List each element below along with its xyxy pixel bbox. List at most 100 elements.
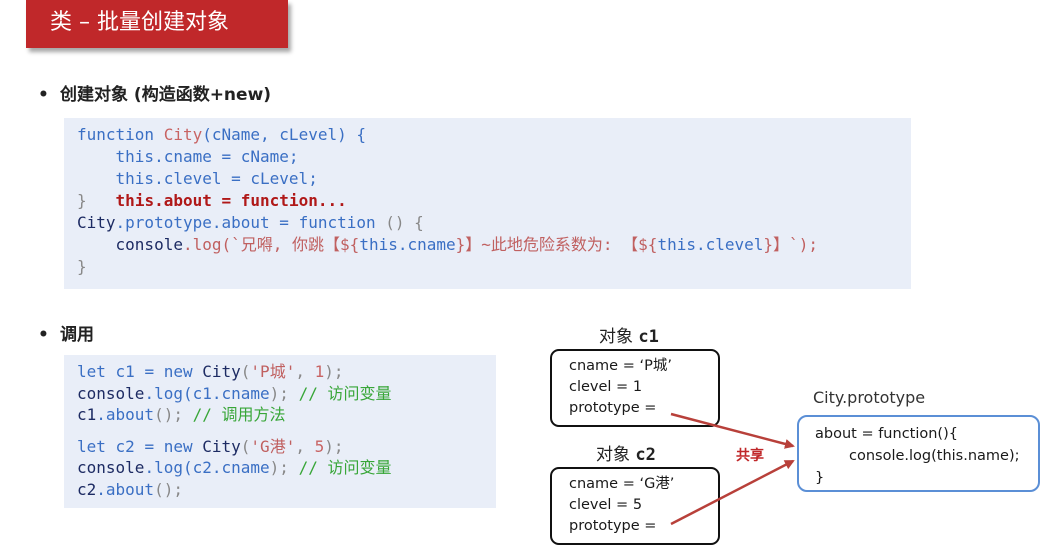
code-token: .clevel = cLevel; [154, 169, 318, 188]
code-comment: // 调用方法 [192, 405, 286, 424]
code-token: this [115, 147, 155, 166]
code-token: function [77, 125, 155, 144]
bullet-dot: • [38, 85, 49, 105]
code-token: c2 = [105, 436, 164, 456]
code-token: ( [240, 436, 251, 456]
code-line: console.log(c1.cname); // 访问变量 [77, 383, 496, 405]
code-token: c1 [77, 405, 97, 424]
code-token: new [163, 362, 193, 381]
code-token: ); [269, 383, 299, 403]
code-token: .log(c1. [144, 383, 222, 403]
section-create-title: 创建对象 (构造函数+new) [60, 85, 272, 105]
code-token: .log(c2. [144, 458, 222, 477]
object-c2-box: cname = ‘G港’ clevel = 5 prototype = [550, 467, 720, 545]
code-line: c2.about(); [77, 479, 496, 501]
prototype-box: about = function(){ console.log(this.nam… [797, 415, 1040, 492]
shared-label: 共享 [736, 448, 764, 464]
code-line: this.clevel = cLevel; [77, 168, 911, 190]
usage-code-block: let c1 = new City('P城', 1);console.log(c… [64, 355, 496, 508]
code-token: , [295, 362, 315, 381]
object-label-id: c2 [635, 445, 656, 465]
bullet-dot: • [38, 325, 49, 345]
object-label-id: c1 [638, 327, 659, 347]
c2-prototype-arrow [670, 459, 795, 526]
code-token: .about [96, 479, 155, 499]
code-token: 'G港' [250, 436, 296, 456]
code-line: c1.about(); // 调用方法 [77, 404, 496, 426]
code-line: } this.about = function... [77, 190, 911, 212]
section-call-heading: • 调用 [38, 320, 94, 345]
code-token: cname [221, 383, 270, 403]
code-token: City [77, 213, 116, 232]
object-field: clevel = 5 [569, 497, 643, 513]
code-token: ); [324, 362, 344, 381]
code-token: 'P城' [250, 362, 296, 381]
object-field: prototype = [569, 518, 657, 534]
code-token: this [115, 169, 155, 188]
slide-title: 类 – 批量创建对象 [26, 0, 288, 48]
object-field: cname = ‘G港’ [569, 476, 675, 492]
code-token: .cname = cName; [154, 147, 299, 166]
object-field: clevel = 1 [569, 379, 643, 395]
code-token: .about [96, 405, 155, 424]
object-field: cname = ‘P城’ [569, 358, 672, 374]
object-c2-label: 对象 c2 [596, 440, 656, 465]
code-token: (cName, cLevel) { [202, 125, 366, 144]
code-token: let [77, 436, 106, 456]
object-c1-box: cname = ‘P城’ clevel = 1 prototype = [550, 349, 720, 427]
code-token: (); [154, 405, 193, 424]
code-token: City [163, 125, 203, 144]
code-line: let c2 = new City('G港', 5); [77, 436, 496, 458]
code-token: ); [269, 458, 299, 477]
code-line: console.log(`兄嘚, 你跳【${this.cname}】~此地危险系… [77, 234, 911, 256]
code-token: console [115, 235, 183, 254]
code-token: 1 [314, 362, 325, 381]
code-token: 5 [314, 436, 325, 456]
code-line: City.prototype.about = function () { [77, 212, 911, 234]
code-line: function City(cName, cLevel) { [77, 124, 911, 146]
code-line: console.log(c2.cname); // 访问变量 [77, 457, 496, 479]
code-comment: // 访问变量 [298, 383, 392, 403]
code-token: this.clevel [657, 235, 764, 254]
code-line: this.cname = cName; [77, 146, 911, 168]
code-token: ); [324, 436, 344, 456]
code-token: c1 = [105, 362, 164, 381]
code-highlight: this.about = function... [115, 191, 347, 210]
code-token: ( [240, 362, 251, 381]
prototype-line: console.log(this.name); [849, 448, 1020, 464]
code-line: } [77, 256, 911, 278]
code-token: console [77, 383, 145, 403]
code-token: , [295, 436, 315, 456]
code-token: new [163, 436, 193, 456]
section-call-title: 调用 [60, 325, 94, 345]
code-token: this.cname [359, 235, 456, 254]
code-token: .prototype.about = [115, 213, 299, 232]
code-token: City [192, 436, 241, 456]
object-field: prototype = [569, 400, 657, 416]
code-line: let c1 = new City('P城', 1); [77, 361, 496, 383]
code-token: (); [154, 479, 183, 499]
code-token: c2 [77, 479, 97, 499]
object-label-text: 对象 [599, 327, 639, 347]
code-token: console [77, 458, 145, 477]
object-label-text: 对象 [596, 445, 636, 465]
c1-prototype-arrow [670, 412, 795, 449]
code-token: function [298, 213, 376, 232]
prototype-line: about = function(){ [815, 426, 958, 442]
code-token: } [77, 257, 87, 276]
code-comment: // 访问变量 [298, 458, 392, 477]
section-create-heading: • 创建对象 (构造函数+new) [38, 80, 271, 105]
code-token: }】~此地危险系数为: 【${ [455, 235, 658, 254]
code-token: cname [221, 458, 270, 477]
code-token: .log(`兄嘚, 你跳【${ [182, 235, 360, 254]
constructor-code-block: function City(cName, cLevel) { this.cnam… [64, 118, 911, 289]
prototype-line: } [815, 470, 825, 486]
code-token: () { [375, 213, 424, 232]
code-token: let [77, 362, 106, 381]
code-token: } [77, 191, 87, 210]
prototype-label: City.prototype [813, 388, 926, 407]
object-c1-label: 对象 c1 [599, 322, 659, 347]
code-token: }】`); [763, 235, 818, 254]
code-token: City [192, 362, 241, 381]
